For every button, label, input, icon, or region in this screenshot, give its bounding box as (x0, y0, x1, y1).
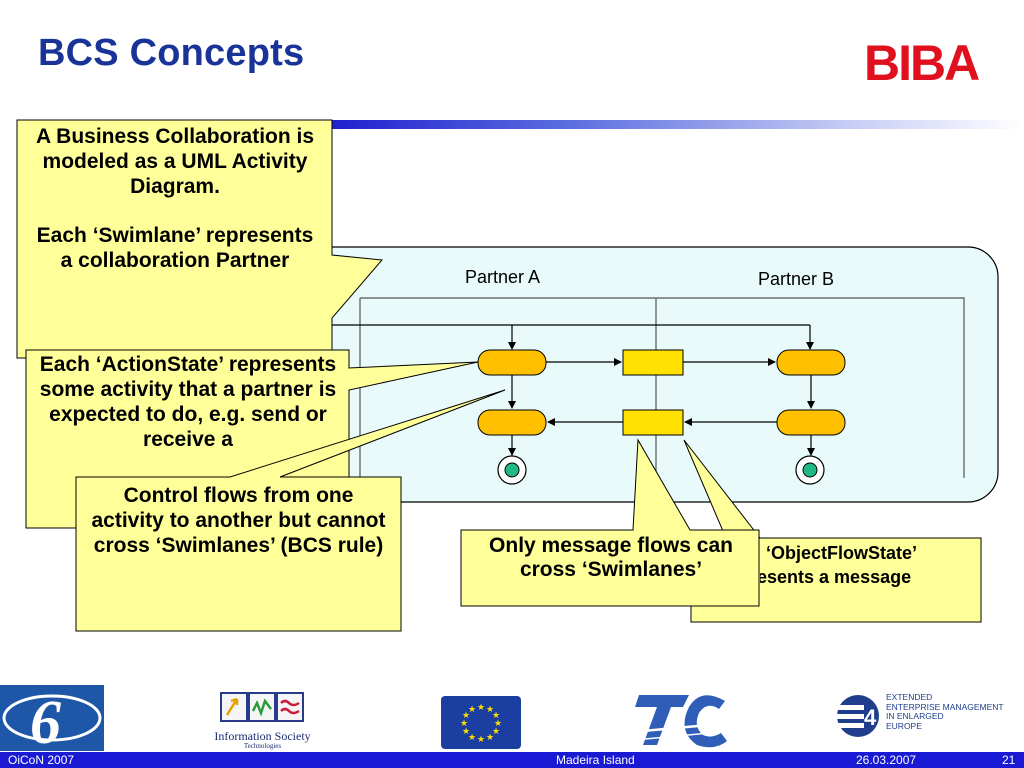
callout-control-flows: Control flows from one activity to anoth… (91, 484, 386, 557)
svg-text:★: ★ (460, 719, 468, 729)
callout-object-flow-state: n ‘ObjectFlowState’ resents a message (760, 543, 917, 587)
info-society-text: Information Society (214, 729, 311, 743)
biba-logo: BIBA (864, 35, 981, 86)
footer-page-number: 21 (1002, 753, 1016, 767)
callout-object-flow-clip: n ‘ObjectFlowState’ resents a message (760, 541, 980, 595)
footer-conference: OiCoN 2007 (8, 753, 75, 767)
footer-bar: OiCoN 2007 Madeira Island 26.03.2007 21 (0, 752, 1024, 768)
final-node-b-dot (802, 462, 818, 478)
svg-text:★: ★ (492, 727, 500, 737)
object-flow-state-1 (622, 349, 684, 376)
svg-text:★: ★ (462, 727, 470, 737)
e4-text-line1: EXTENDED (886, 692, 933, 702)
svg-text:★: ★ (468, 733, 476, 743)
svg-text:★: ★ (494, 719, 502, 729)
action-state-a1 (477, 349, 547, 376)
callout-action-state: Each ‘ActionState’ represents some activ… (39, 353, 337, 451)
partner-a-label: Partner A (465, 267, 540, 287)
action-state-a2 (477, 409, 547, 436)
object-flow-state-2 (622, 409, 684, 436)
swimlane-top-right-border (360, 297, 965, 478)
info-society-logo: Information Society Technologies (205, 689, 320, 750)
e4-logo: 4 EXTENDED ENTERPRISE MANAGEMENT IN ENLA… (830, 689, 1020, 745)
e4-text-line2: ENTERPRISE MANAGEMENT (886, 701, 1004, 712)
svg-text:★: ★ (477, 735, 485, 745)
final-node-a-dot (504, 462, 520, 478)
info-society-icons (220, 692, 304, 722)
callout-business-collab-line1: A Business Collaboration is modeled as a… (35, 125, 315, 198)
svg-text:★: ★ (477, 703, 485, 713)
title-divider-bar (330, 120, 1024, 129)
activity-diagram: Partner A Partner B (16, 119, 999, 632)
svg-text:4: 4 (864, 705, 877, 730)
svg-text:★: ★ (486, 733, 494, 743)
svg-text:★: ★ (468, 705, 476, 715)
e4-text-line4: EUROPE (886, 720, 922, 731)
tc-logo (635, 695, 732, 748)
callout-control-flow-shape (75, 389, 506, 632)
e4-logo-mark: 4 (834, 695, 879, 737)
svg-text:6: 6 (30, 689, 61, 751)
callout-message-flows: Only message flows can cross ‘Swimlanes’ (489, 534, 733, 581)
footer-logos: 6 Information Society Technologies ★★★★ … (0, 683, 1024, 751)
eu-flag-icon: ★★★★ ★★★★ ★★★★ (441, 696, 521, 749)
footer-date: 26.03.2007 (856, 753, 917, 767)
svg-text:★: ★ (486, 705, 494, 715)
action-state-b2 (776, 409, 846, 436)
callout-business-collab: A Business Collaboration is modeled as a… (30, 124, 320, 273)
svg-text:★: ★ (492, 711, 500, 721)
svg-text:★: ★ (462, 711, 470, 721)
callout-message-flow-shape (460, 438, 760, 607)
biba-logo-text: BIBA (864, 35, 979, 86)
callout-business-collab-line2: Each ‘Swimlane’ represents a collaborati… (36, 224, 314, 272)
e4-text-line3: IN ENLARGED (886, 711, 944, 721)
partner-b-label: Partner B (758, 269, 834, 289)
action-state-b1 (776, 349, 846, 376)
fp6-logo: 6 (0, 685, 104, 751)
slide-title: BCS Concepts (38, 32, 305, 74)
footer-location: Madeira Island (556, 753, 635, 767)
info-society-subtext: Technologies (243, 742, 282, 750)
